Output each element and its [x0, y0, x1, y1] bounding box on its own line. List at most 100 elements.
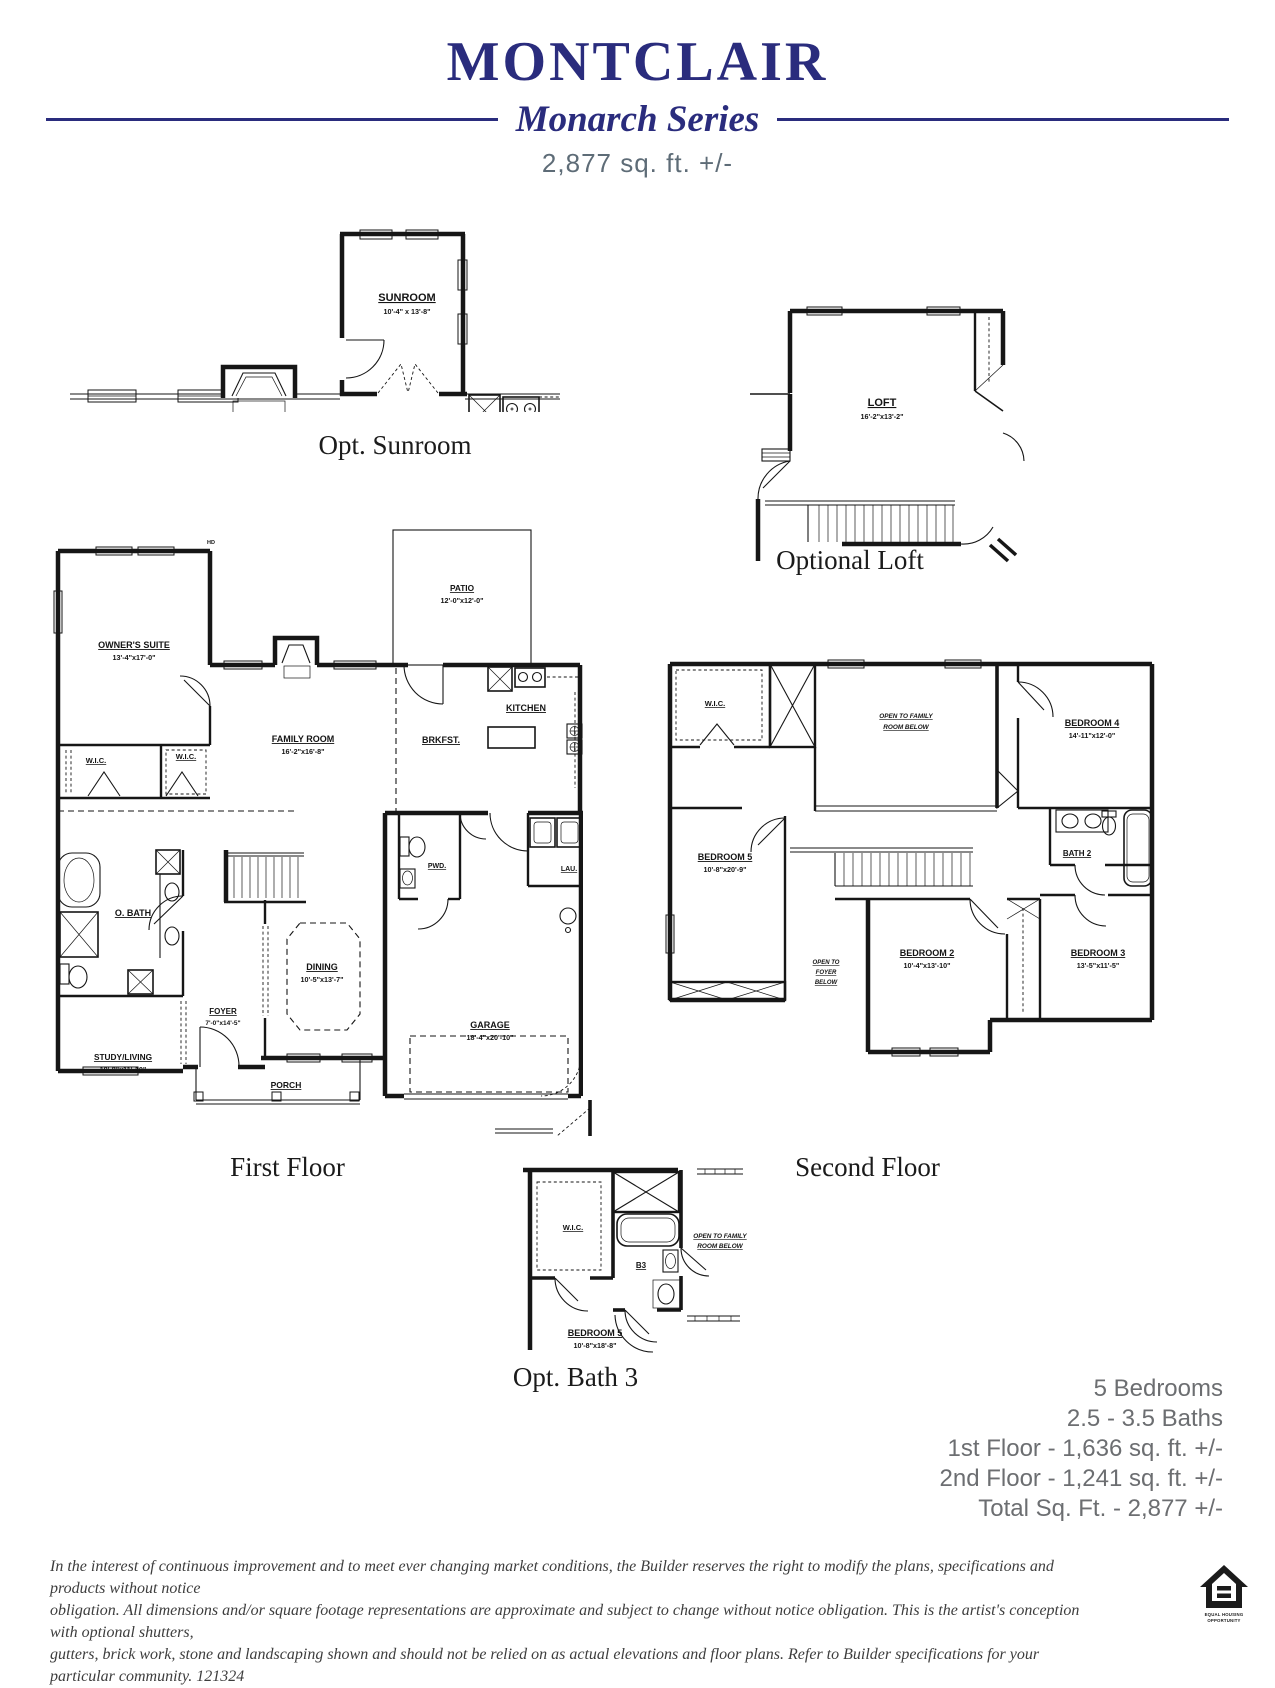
room-label-study: STUDY/LIVING [94, 1052, 152, 1062]
ff-exterior-walls [53, 546, 583, 1100]
room-dims-garage: 18'-4"x20'-10" [467, 1033, 514, 1042]
room-label-brkfst: BRKFST. [422, 735, 460, 745]
label-open-family-b3-2: ROOM BELOW [697, 1243, 743, 1250]
room-label-garage: GARAGE [470, 1020, 510, 1030]
first-floor-plan: HD OWNER'S SUITE 13'-4"x17'-0" W.I.C. W.… [53, 529, 583, 1105]
label-open-foyer-3: BELOW [815, 980, 839, 986]
disclaimer-line-1: In the interest of continuous improvemen… [50, 1558, 1054, 1597]
sf-fixtures [1055, 809, 1153, 887]
room-label-bath2: BATH 2 [1063, 849, 1092, 858]
sf-stairs [790, 847, 973, 887]
room-label-bedroom3: BEDROOM 3 [1071, 948, 1126, 958]
floorplan-page: MONTCLAIR Monarch Series 2,877 sq. ft. +… [0, 34, 1275, 1685]
sf-doors [699, 681, 1107, 935]
room-label-lau: LAU. [561, 866, 577, 873]
label-hd: HD [207, 540, 215, 546]
sunroom-fireplace [220, 364, 298, 412]
loft-labels: LOFT 16'-2"x13'-2" [860, 397, 903, 421]
room-dims-family: 16'-2"x16'-8" [281, 747, 324, 756]
room-label-bedroom2: BEDROOM 2 [900, 948, 955, 958]
sunroom-plan: SUNROOM 10'-4" x 13'-8" [70, 229, 560, 412]
caption-loft: Optional Loft [776, 545, 924, 575]
room-label-sunroom: SUNROOM [378, 292, 435, 304]
opt-bath3-plan: W.I.C. B3 OPEN TO FAMILY ROOM BELOW BEDR… [495, 1100, 748, 1353]
room-dims-dining: 10'-5"x13'-7" [300, 975, 343, 984]
stat-total: Total Sq. Ft. - 2,877 +/- [978, 1495, 1223, 1522]
b3-fixtures [616, 1213, 681, 1309]
sunroom-kitchen-fixtures [468, 394, 560, 412]
b3-labels: W.I.C. B3 OPEN TO FAMILY ROOM BELOW BEDR… [563, 1223, 748, 1350]
room-label-wic-2: W.I.C. [176, 752, 196, 761]
disclaimer-line-3: gutters, brick work, stone and landscapi… [50, 1646, 1040, 1685]
sf-interior-walls [668, 662, 1152, 1020]
caption-bath3: Opt. Bath 3 [512, 1362, 639, 1392]
header: MONTCLAIR Monarch Series 2,877 sq. ft. +… [0, 34, 1275, 179]
room-dims-sunroom: 10'-4" x 13'-8" [384, 307, 431, 316]
stat-bedrooms: 5 Bedrooms [1093, 1375, 1223, 1402]
room-dims-patio: 12'-0"x12'-0" [440, 596, 483, 605]
ff-stairs [228, 852, 304, 898]
room-dims-bedroom5-2f: 10'-8"x20'-9" [703, 865, 746, 874]
room-dims-bedroom5-b3: 10'-8"x18'-8" [573, 1341, 616, 1350]
right-rule [777, 118, 1230, 121]
room-dims-foyer: 7'-0"x14'-5" [205, 1020, 240, 1027]
sunroom-doors [345, 339, 439, 394]
room-label-owners-suite: OWNER'S SUITE [98, 640, 170, 650]
eho-text-1: EQUAL HOUSING [1205, 1612, 1244, 1617]
room-label-foyer: FOYER [209, 1007, 237, 1016]
b3-doors [554, 1247, 710, 1353]
series-name: Monarch Series [515, 99, 760, 140]
loft-walls [750, 306, 1006, 561]
series-row: Monarch Series [46, 98, 1230, 141]
room-label-obath: O. BATH [115, 908, 151, 918]
label-open-family-1: OPEN TO FAMILY [879, 713, 933, 720]
room-dims-bedroom3: 13'-5"x11'-5" [1077, 961, 1120, 970]
ff-doors [87, 664, 529, 1067]
disclaimer-line-2: obligation. All dimensions and/or square… [50, 1602, 1080, 1641]
ff-fixtures [57, 529, 583, 1105]
stat-first-floor: 1st Floor - 1,636 sq. ft. +/- [947, 1435, 1223, 1462]
equal-housing-icon [1200, 1565, 1248, 1608]
room-label-dining: DINING [306, 962, 338, 972]
plan-stats: 5 Bedrooms 2.5 - 3.5 Baths 1st Floor - 1… [940, 1374, 1223, 1524]
room-dims-owners-suite: 13'-4"x17'-0" [112, 653, 155, 662]
sf-labels: W.I.C. OPEN TO FAMILY ROOM BELOW BEDROOM… [698, 699, 1126, 986]
sunroom-walls [70, 229, 560, 403]
caption-first-floor: First Floor [230, 1152, 345, 1182]
room-label-bedroom4: BEDROOM 4 [1065, 718, 1120, 728]
room-label-porch: PORCH [271, 1080, 302, 1090]
room-dims-bedroom4: 14'-11"x12'-0" [1069, 731, 1116, 740]
ff-labels: HD OWNER'S SUITE 13'-4"x17'-0" W.I.C. W.… [86, 540, 577, 1090]
room-label-bedroom5-b3: BEDROOM 5 [568, 1328, 623, 1338]
sunroom-labels: SUNROOM 10'-4" x 13'-8" [378, 292, 435, 316]
label-open-foyer-2: FOYER [816, 970, 837, 976]
ff-interior-walls [58, 668, 581, 1064]
stat-second-floor: 2nd Floor - 1,241 sq. ft. +/- [939, 1465, 1223, 1492]
stat-baths: 2.5 - 3.5 Baths [1066, 1405, 1223, 1432]
disclaimer: In the interest of continuous improvemen… [50, 1556, 1100, 1688]
label-open-family-b3-1: OPEN TO FAMILY [693, 1233, 747, 1240]
second-floor-plan: W.I.C. OPEN TO FAMILY ROOM BELOW BEDROOM… [665, 659, 1155, 1057]
plan-title: MONTCLAIR [446, 31, 829, 93]
room-label-wic-2f: W.I.C. [705, 699, 725, 708]
b3-walls [495, 1100, 743, 1350]
caption-sunroom: Opt. Sunroom [318, 430, 472, 460]
room-label-kitchen: KITCHEN [506, 703, 546, 713]
label-open-foyer-1: OPEN TO [813, 960, 840, 966]
left-rule [46, 118, 498, 121]
room-label-wic-1: W.I.C. [86, 756, 106, 765]
label-open-family-2: ROOM BELOW [883, 724, 929, 731]
room-label-patio: PATIO [450, 583, 475, 593]
room-label-family: FAMILY ROOM [272, 734, 335, 744]
room-dims-loft: 16'-2"x13'-2" [860, 412, 903, 421]
total-sqft: 2,877 sq. ft. +/- [541, 148, 734, 178]
room-label-b3: B3 [636, 1261, 647, 1270]
room-label-pwd: PWD. [428, 863, 446, 870]
equal-housing-logo: EQUAL HOUSING OPPORTUNITY [1200, 1565, 1248, 1623]
room-dims-bedroom2: 10'-4"x13'-10" [904, 961, 951, 970]
room-label-wic-b3: W.I.C. [563, 1223, 583, 1232]
loft-stairs [765, 500, 961, 547]
caption-second-floor: Second Floor [795, 1152, 940, 1182]
room-label-loft: LOFT [868, 397, 897, 409]
room-dims-study: 10'-8"x11'-10" [100, 1065, 147, 1074]
